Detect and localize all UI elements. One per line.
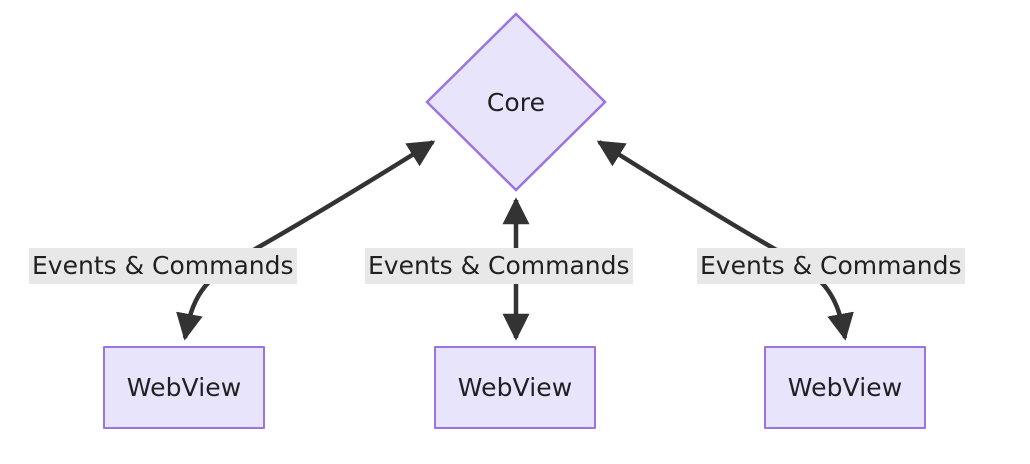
core-diamond-shape (425, 12, 607, 192)
edge-label-left: Events & Commands (29, 248, 297, 284)
node-core[interactable] (425, 12, 607, 192)
node-webview-mid-label: WebView (457, 373, 573, 402)
edge-path-right (596, 140, 854, 341)
node-webview-right[interactable] (764, 346, 926, 429)
node-webview-left[interactable] (103, 346, 265, 429)
node-webview-mid[interactable] (434, 346, 596, 429)
edge-label-right: Events & Commands (697, 248, 965, 284)
edge-path-left (176, 140, 436, 341)
edge-label-mid: Events & Commands (365, 248, 633, 284)
node-core-label: Core (486, 87, 546, 117)
node-webview-right-label: WebView (787, 373, 903, 402)
node-webview-left-label: WebView (126, 373, 242, 402)
